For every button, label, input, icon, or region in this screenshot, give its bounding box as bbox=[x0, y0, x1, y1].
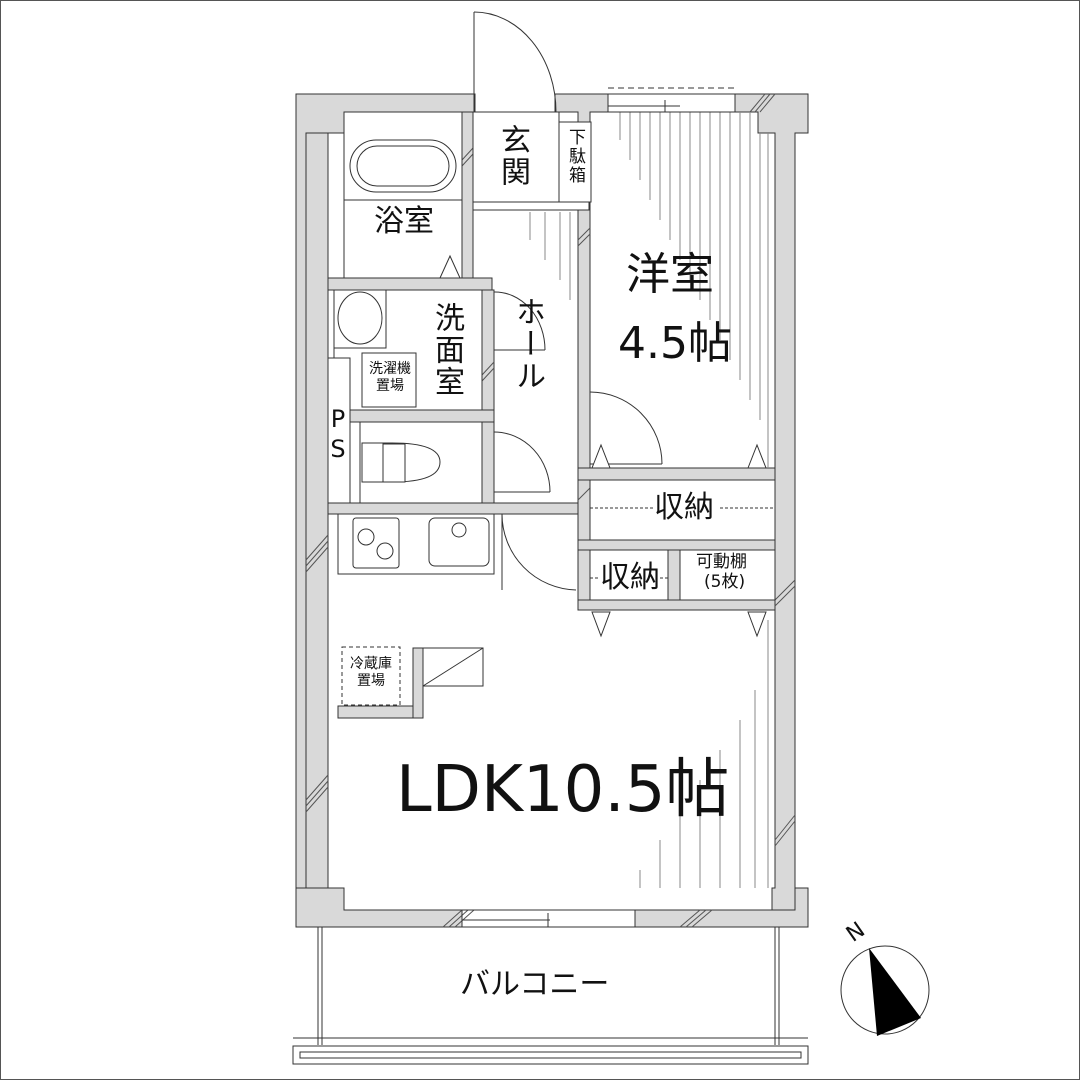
bathroom-area bbox=[343, 111, 463, 279]
washer-space-label: 洗濯機置場 bbox=[369, 361, 411, 394]
pipe-space bbox=[327, 357, 351, 504]
storage-1-label: 収納 bbox=[654, 490, 714, 525]
bath-hall-wall bbox=[461, 111, 474, 291]
bathtub-inner bbox=[356, 145, 450, 187]
bottom-wall-left bbox=[295, 887, 463, 928]
left-wall-inner bbox=[305, 132, 329, 889]
genkan-step bbox=[472, 201, 590, 211]
wall-hatches bbox=[305, 93, 796, 928]
movable-shelf-box bbox=[679, 549, 776, 601]
genkan-label: 玄関 bbox=[495, 124, 530, 188]
ldk-label: LDK10.5帖 bbox=[396, 753, 730, 827]
storage-1-box bbox=[589, 479, 776, 541]
sink-drain bbox=[451, 522, 467, 538]
storage-bottom-wall bbox=[577, 599, 776, 611]
bath-bottom-wall bbox=[327, 277, 493, 291]
western-room-label: 洋室 bbox=[626, 249, 714, 300]
balcony-label: バルコニー bbox=[460, 967, 610, 1002]
balcony-outline bbox=[292, 927, 809, 1065]
storage-2-label: 収納 bbox=[600, 560, 660, 595]
burner-2-icon bbox=[376, 542, 394, 560]
fridge-space-box bbox=[341, 646, 401, 706]
washroom-label: 洗面室 bbox=[429, 302, 464, 398]
toilet-bottom-wall bbox=[327, 502, 579, 515]
wash-basin-icon bbox=[337, 291, 383, 345]
washroom-toilet-wall bbox=[349, 409, 495, 423]
balcony-window bbox=[461, 909, 636, 928]
genkan-area bbox=[472, 111, 560, 203]
burner-1-icon bbox=[357, 528, 375, 546]
north-compass-icon bbox=[840, 945, 930, 1036]
storage-2-box bbox=[589, 549, 669, 601]
kitchen-sink-icon bbox=[428, 517, 490, 567]
fridge-bottom-wall bbox=[337, 705, 421, 719]
western-room-size: 4.5帖 bbox=[618, 318, 732, 369]
washroom-right-wall bbox=[481, 289, 495, 513]
movable-shelf-label: 可動棚 bbox=[696, 552, 747, 572]
top-window bbox=[607, 87, 736, 113]
storage-middle-wall bbox=[577, 539, 776, 551]
storage-top-wall bbox=[577, 467, 776, 481]
flooring-lines bbox=[529, 112, 769, 888]
hall-label: ホール bbox=[510, 296, 545, 392]
stove-icon bbox=[352, 517, 400, 569]
bath-door-marker bbox=[439, 254, 461, 279]
right-outer-wall bbox=[734, 93, 809, 911]
fridge-space-label: 冷蔵庫置場 bbox=[350, 656, 392, 689]
bathroom-label: 浴室 bbox=[374, 204, 434, 239]
entrance-door bbox=[473, 11, 557, 113]
hall-doors bbox=[493, 291, 663, 591]
washer-space-box bbox=[361, 352, 417, 408]
getabako-box bbox=[558, 121, 592, 203]
toilet-tank bbox=[382, 443, 406, 483]
storage-dash bbox=[590, 507, 775, 579]
counter-diagonal bbox=[422, 647, 484, 687]
movable-shelf-note: (5枚) bbox=[704, 572, 746, 592]
ps-label: PS bbox=[324, 405, 352, 465]
fridge-side-wall bbox=[412, 647, 424, 719]
getabako-label: 下駄箱 bbox=[565, 128, 585, 185]
sliding-door-markers bbox=[591, 443, 767, 638]
storage-divider-wall bbox=[667, 549, 681, 601]
